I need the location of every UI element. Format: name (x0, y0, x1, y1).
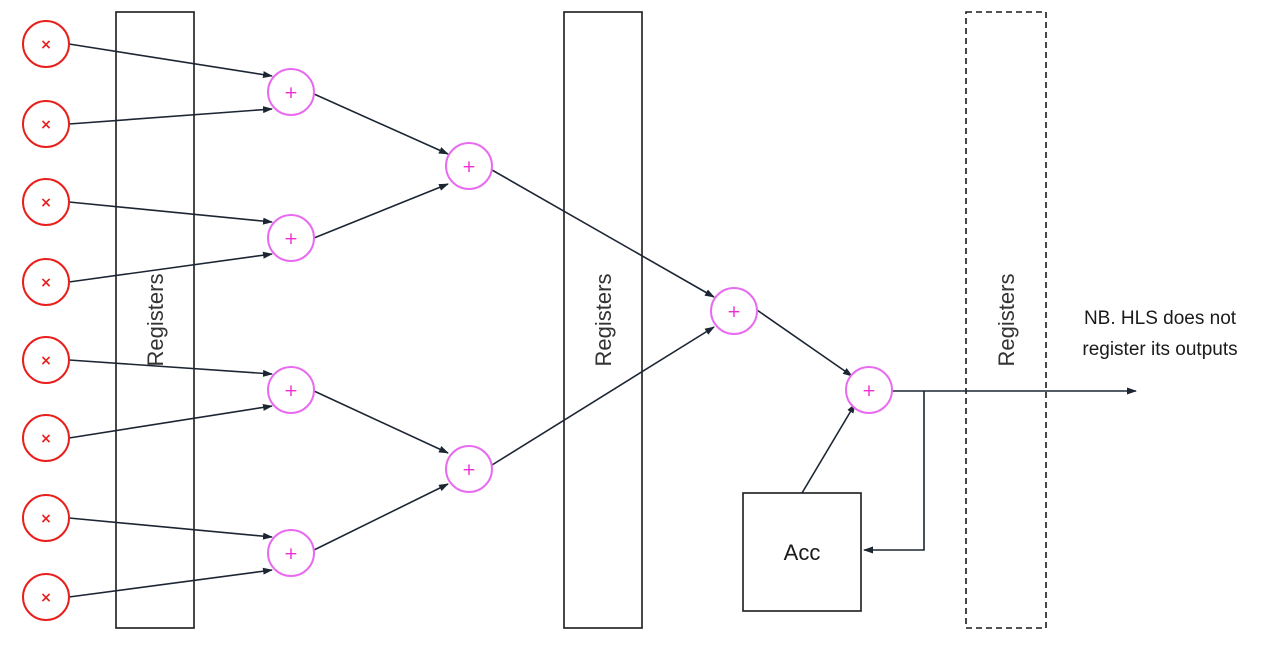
multiplier-symbol: × (40, 117, 52, 133)
wires-stage-1 (68, 43, 273, 598)
multiplier-4: × (22, 258, 70, 306)
multiplier-symbol: × (40, 195, 52, 211)
adder-symbol: + (727, 302, 741, 322)
adder-symbol: + (462, 460, 476, 480)
wire-m5-a3 (68, 359, 273, 377)
adder-symbol: + (462, 157, 476, 177)
multiplier-symbol: × (40, 431, 52, 447)
wire-m1-a1 (68, 43, 273, 79)
accumulator: Acc (742, 492, 862, 612)
adder-stage1-3: + (267, 366, 315, 414)
wire-a2-b1 (313, 183, 449, 239)
wire-a1-b1 (313, 93, 449, 155)
adder-stage2-1: + (445, 142, 493, 190)
adder-symbol: + (862, 381, 876, 401)
multiplier-2: × (22, 100, 70, 148)
wire-m3-a2 (68, 201, 273, 225)
wire-acc-d1 (801, 403, 856, 494)
multiplier-symbol: × (40, 37, 52, 53)
hls-note: NB. HLS does not register its outputs (1082, 308, 1237, 360)
adder-stage1-2: + (267, 214, 315, 262)
multiplier-8: × (22, 573, 70, 621)
adder-symbol: + (284, 544, 298, 564)
adder-stage1-4: + (267, 529, 315, 577)
multiplier-symbol: × (40, 275, 52, 291)
multiplier-symbol: × (40, 353, 52, 369)
wire-m7-a4 (68, 517, 273, 540)
adder-final: + (845, 366, 893, 414)
adder-stage1-1: + (267, 68, 315, 116)
register-label-3: Registers (994, 274, 1019, 367)
wires-final (756, 309, 1137, 554)
wire-c1-d1 (756, 309, 853, 377)
wire-feedback (863, 391, 925, 554)
multiplier-3: × (22, 178, 70, 226)
wire-m6-a3 (68, 403, 273, 439)
wires-stage-2 (313, 93, 449, 551)
multiplier-symbol: × (40, 590, 52, 606)
multiplier-5: × (22, 336, 70, 384)
wire-m4-a2 (68, 251, 273, 283)
register-label-2: Registers (591, 274, 616, 367)
accumulator-label: Acc (784, 540, 821, 565)
multiplier-symbol: × (40, 511, 52, 527)
adder-symbol: + (284, 381, 298, 401)
register-label-1: Registers (143, 274, 168, 367)
wire-a3-b2 (313, 390, 449, 454)
note-line-1: NB. HLS does not (1084, 308, 1237, 329)
wires-stage-3 (491, 169, 715, 466)
adder-symbol: + (284, 229, 298, 249)
note-line-2: register its outputs (1082, 339, 1237, 360)
register-column-2: Registers (563, 11, 643, 629)
multipliers: × × × × × × × × (22, 20, 70, 621)
multiplier-6: × (22, 414, 70, 462)
wire-b2-c1 (491, 326, 715, 466)
register-column-1: Registers (115, 11, 195, 629)
wire-a4-b2 (313, 483, 449, 551)
adder-stage2-2: + (445, 445, 493, 493)
adder-symbol: + (284, 83, 298, 103)
multiplier-1: × (22, 20, 70, 68)
wire-b1-c1 (491, 169, 715, 298)
multiplier-7: × (22, 494, 70, 542)
adder-stage3: + (710, 287, 758, 335)
adders: + + + + + + + + (267, 68, 893, 577)
wire-m2-a1 (68, 106, 273, 125)
wire-m8-a4 (68, 567, 273, 598)
register-column-3-dashed: Registers (965, 11, 1047, 629)
